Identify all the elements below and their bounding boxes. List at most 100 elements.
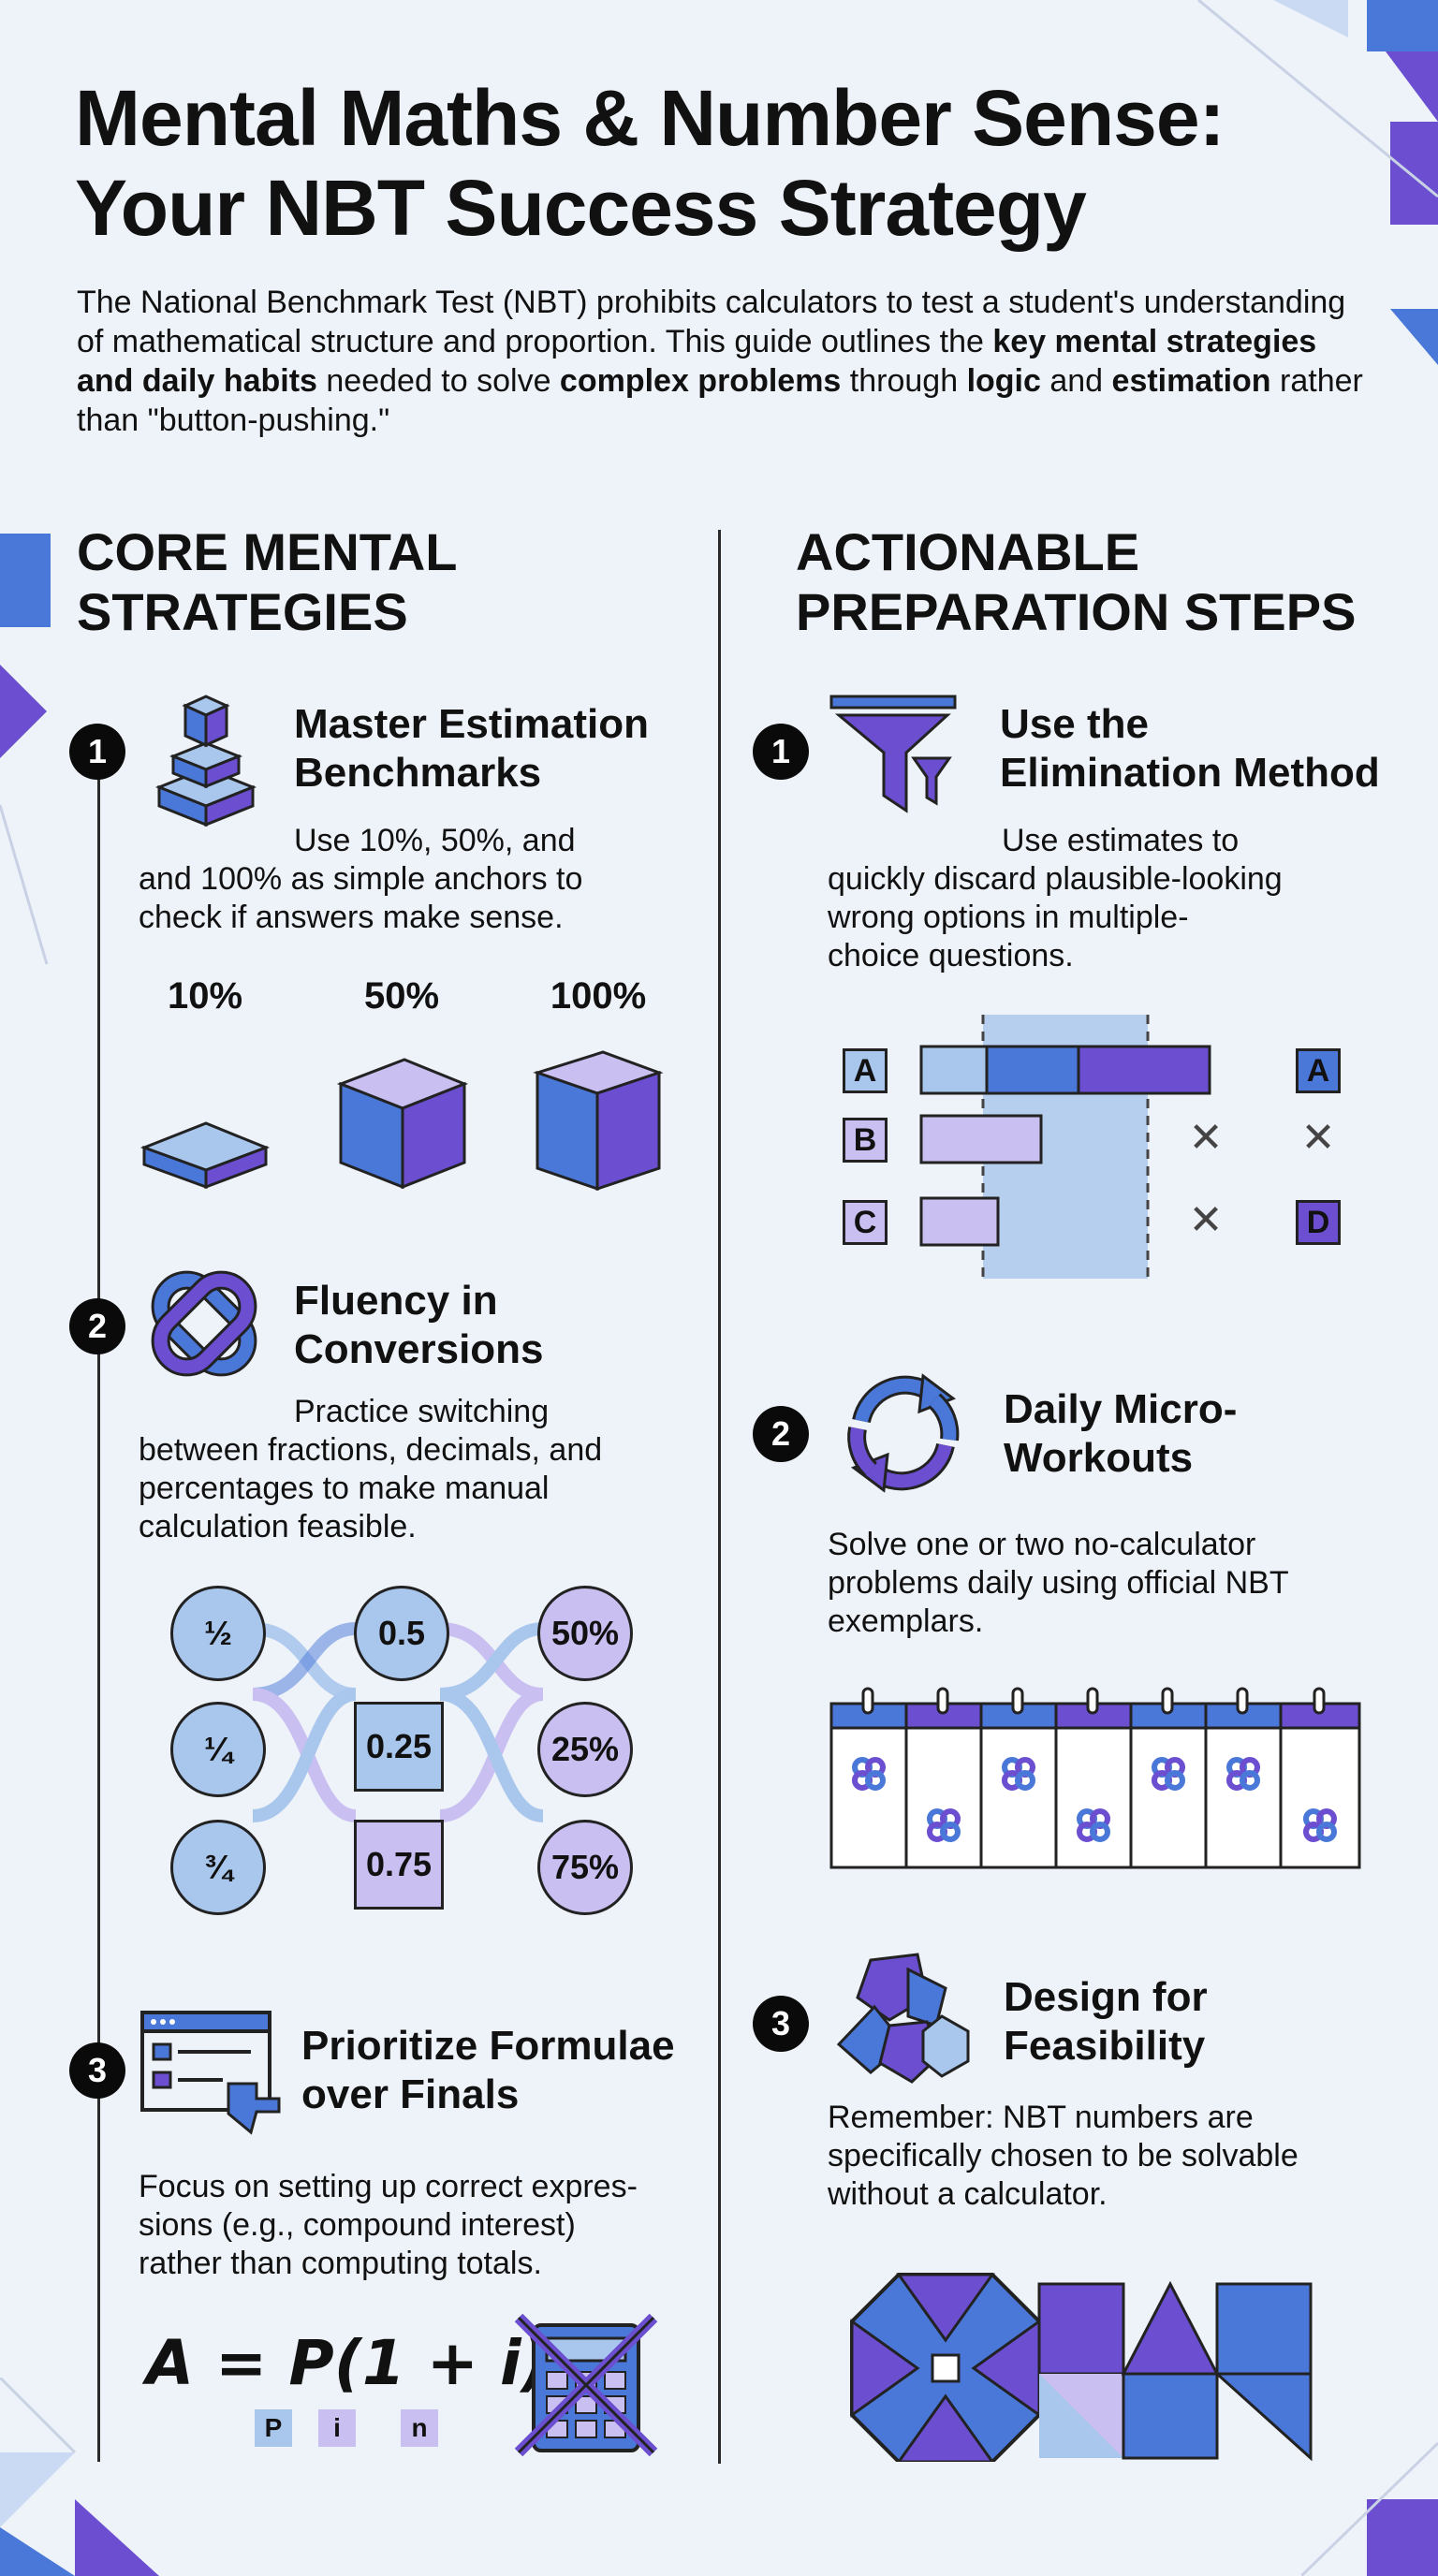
step-description-line: choice questions. (828, 938, 1074, 973)
step-description-line: Practice switching (294, 1394, 550, 1429)
decimal-circle: 0.5 (354, 1586, 449, 1681)
step-title-line: Workouts (1004, 1435, 1194, 1481)
step-number-badge: 2 (69, 1298, 125, 1354)
step-title-line: Fluency in (294, 1278, 498, 1324)
step-description: Use 10%, 50%, and and 100% as simple anc… (139, 822, 663, 937)
page-title: Mental Maths & Number Sense: Your NBT Su… (75, 73, 1386, 253)
step-description-line: wrong options in multiple- (828, 900, 1189, 935)
intro-bold-text: logic (966, 363, 1041, 399)
benchmark-cubes-illustration (140, 1050, 664, 1192)
step-title-line: over Finals (301, 2071, 520, 2117)
percent-circle: 75% (537, 1820, 633, 1915)
step-number-badge: 1 (753, 724, 809, 780)
step-description-line: sions (e.g., compound interest) (139, 2207, 576, 2243)
decimal-square: 0.25 (354, 1702, 444, 1792)
step-title: Daily Micro- Workouts (1004, 1385, 1237, 1483)
decorative-left-edge (0, 534, 51, 965)
step-title-line: Elimination Method (1000, 750, 1380, 796)
intro-bold-text: key mental strategies and daily habits (77, 324, 1317, 399)
funnel-filter-icon (829, 695, 957, 813)
right-section-title: ACTIONABLE PREPARATION STEPS (796, 522, 1356, 642)
eliminated-x-icon: ✕ (1188, 1115, 1224, 1161)
step-description-line: between fractions, decimals, and (139, 1432, 603, 1468)
intro-paragraph: The National Benchmark Test (NBT) prohib… (77, 283, 1369, 440)
step-title-line: Conversions (294, 1326, 544, 1372)
decorative-corner-bottom-right (1301, 2441, 1438, 2576)
step-title-line: Design for (1004, 1974, 1208, 2020)
benchmark-label: 100% (550, 975, 647, 1017)
option-letter: B (843, 1118, 888, 1163)
step-title: Fluency in Conversions (294, 1277, 544, 1374)
intro-bold-text: complex problems (559, 363, 842, 399)
formula-text: A = P(1 + i) (146, 2327, 550, 2399)
step-description-line: Use estimates to (1002, 823, 1240, 858)
option-letter: C (843, 1200, 888, 1245)
interlocking-links-icon (151, 1270, 257, 1377)
percent-circle: 25% (537, 1702, 633, 1797)
stacked-blocks-icon (154, 695, 257, 827)
benchmark-label: 10% (167, 975, 243, 1017)
step-description-line: Use 10%, 50%, and (294, 823, 576, 858)
step-description-line: without a calculator. (828, 2176, 1108, 2212)
left-section-title-line-2: STRATEGIES (77, 582, 408, 641)
step-description-line: problems daily using official NBT (828, 1565, 1289, 1601)
intro-text: The National Benchmark Test (NBT) prohib… (77, 285, 1346, 359)
step-title-line: Daily Micro- (1004, 1386, 1238, 1432)
fraction-circle: ¾ (170, 1820, 266, 1915)
step-description-line: specifically chosen to be solvable (828, 2138, 1299, 2174)
step-description-line: rather than computing totals. (139, 2246, 542, 2281)
benchmark-label: 50% (363, 975, 440, 1017)
variable-chip: i (318, 2409, 356, 2447)
left-section-title-line-1: CORE MENTAL (77, 522, 458, 581)
step-title: Master Estimation Benchmarks (294, 700, 649, 798)
refresh-cycle-icon (847, 1373, 960, 1493)
step-number-badge: 3 (753, 1996, 809, 2052)
step-description: Solve one or two no-calculator problems … (828, 1526, 1389, 1641)
elimination-bars-illustration (919, 1015, 1211, 1279)
variable-chip: P (255, 2409, 292, 2447)
step-description-line: Remember: NBT numbers are (828, 2100, 1254, 2135)
step-description-line: quickly discard plausible-looking (828, 861, 1283, 897)
step-title: Use the Elimination Method (1000, 700, 1380, 798)
step-number-badge: 2 (753, 1406, 809, 1462)
step-title: Design for Feasibility (1004, 1973, 1208, 2071)
step-title-line: Use the (1000, 701, 1149, 747)
step-description: Use estimates to quickly discard plausib… (828, 822, 1389, 975)
step-title-line: Feasibility (1004, 2023, 1206, 2069)
step-description: Practice switching between fractions, de… (139, 1393, 700, 1546)
percent-circle: 50% (537, 1586, 633, 1681)
step-description: Focus on setting up correct expres- sion… (139, 2168, 719, 2283)
intro-text: through (841, 363, 967, 399)
decimal-square: 0.75 (354, 1820, 444, 1910)
step-description-line: percentages to make manual (139, 1471, 550, 1506)
intro-text: needed to solve (316, 363, 560, 399)
step-description-line: Solve one or two no-calculator (828, 1527, 1256, 1562)
step-description: Remember: NBT numbers are specifically c… (828, 2099, 1408, 2214)
compound-interest-formula: A = P(1 + i)n (146, 2327, 576, 2399)
step-number-badge: 1 (69, 724, 125, 780)
document-form-icon (140, 2011, 281, 2135)
title-line-1: Mental Maths & Number Sense: (75, 74, 1225, 162)
weekly-calendar-illustration (829, 1687, 1361, 1869)
step-title-line: Benchmarks (294, 750, 542, 796)
intro-text: and (1040, 363, 1112, 399)
step-description-line: and 100% as simple anchors to (139, 861, 583, 897)
step-description-line: exemplars. (828, 1603, 984, 1639)
intro-bold-text: estimation (1111, 363, 1271, 399)
variable-chip: n (401, 2409, 438, 2447)
fraction-circle: ¼ (170, 1702, 266, 1797)
option-letter: A (843, 1048, 888, 1093)
fraction-circle: ½ (170, 1586, 266, 1681)
geometric-shapes-icon (836, 1953, 970, 2084)
step-title-line: Master Estimation (294, 701, 649, 747)
step-number-badge: 3 (69, 2042, 125, 2099)
eliminated-x-icon: ✕ (1300, 1115, 1336, 1161)
answer-letter: D (1296, 1200, 1341, 1245)
eliminated-x-icon: ✕ (1188, 1197, 1224, 1243)
answer-letter: A (1296, 1048, 1341, 1093)
step-title-line: Prioritize Formulae (301, 2023, 675, 2069)
left-timeline-line (97, 749, 100, 2462)
step-description-line: calculation feasible. (139, 1509, 417, 1544)
step-description-line: check if answers make sense. (139, 900, 564, 935)
step-title: Prioritize Formulae over Finals (301, 2022, 675, 2119)
